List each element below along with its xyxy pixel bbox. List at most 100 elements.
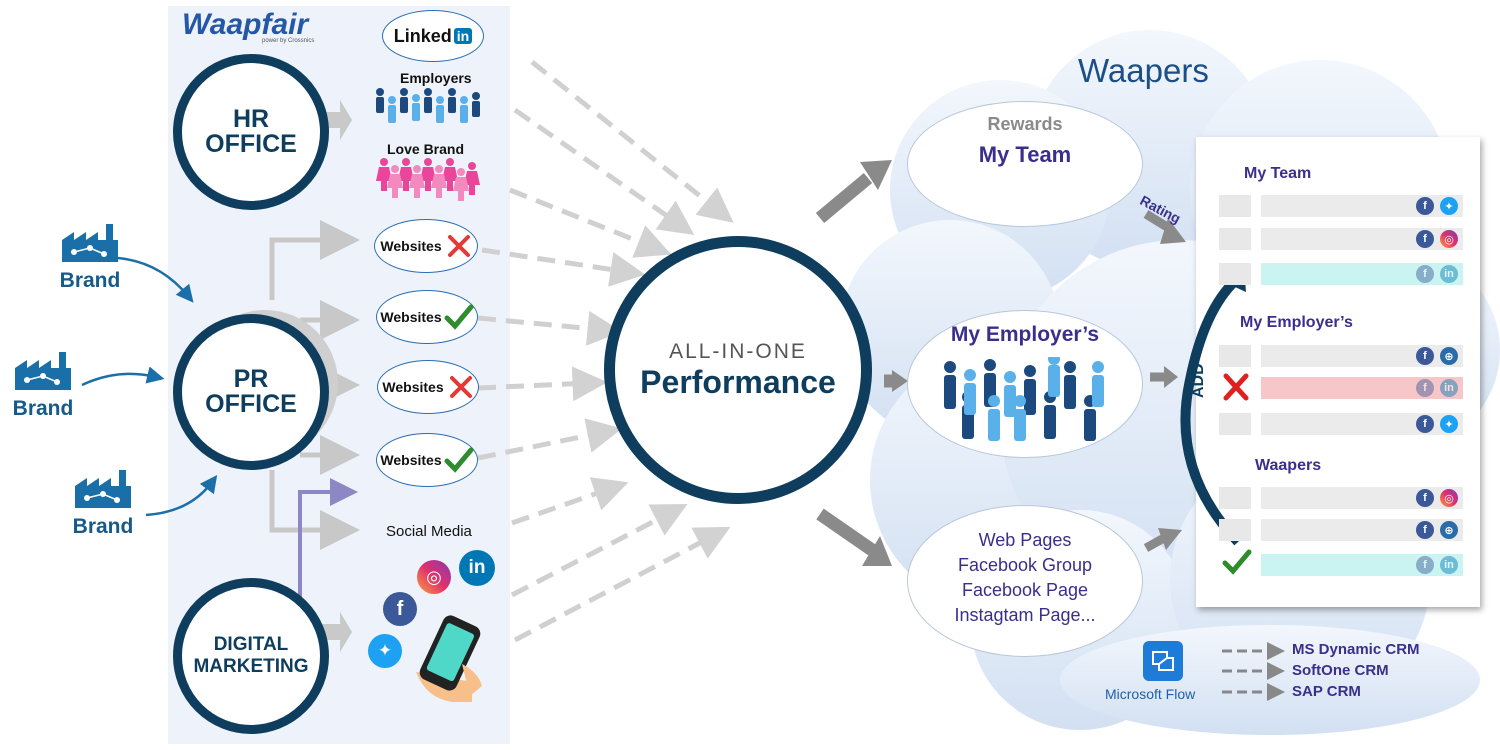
crm-item: SoftOne CRM — [1292, 662, 1389, 679]
websites-label: Websites — [380, 452, 442, 468]
websites-pill-approved-1: Websites — [376, 290, 478, 344]
facebook-icon: f — [1416, 556, 1434, 574]
my-employers-ellipse: My Employer’s — [907, 310, 1143, 458]
facebook-icon: f — [1416, 379, 1434, 397]
globe-icon: ⊕ — [1440, 347, 1458, 365]
rewards-ellipse: Rewards My Team — [907, 101, 1143, 227]
social-media-label: Social Media — [386, 523, 472, 540]
microsoft-flow-icon — [1143, 641, 1183, 681]
row-check-cell — [1219, 263, 1251, 285]
instagram-icon: ◎ — [1440, 230, 1458, 248]
websites-label: Websites — [382, 379, 444, 395]
list-row — [1261, 487, 1463, 509]
facebook-icon: f — [1416, 347, 1434, 365]
love-brand-label: Love Brand — [387, 141, 465, 157]
list-row — [1261, 195, 1463, 217]
linkedin-icon: in — [1440, 556, 1458, 574]
brand-factory-3: Brand — [68, 468, 138, 539]
list-row — [1261, 413, 1463, 435]
section-title-my-employers: My Employer’s — [1240, 314, 1353, 331]
list-row — [1261, 228, 1463, 250]
facebook-icon: f — [1416, 521, 1434, 539]
crm-item: MS Dynamic CRM — [1292, 641, 1420, 658]
microsoft-flow-label: Microsoft Flow — [1105, 686, 1196, 702]
linkedin-icon: in — [459, 550, 495, 586]
linkedin-in-badge: in — [453, 28, 473, 44]
list-row-rejected — [1261, 377, 1463, 399]
list-row-highlighted — [1261, 263, 1463, 285]
all-in-one-performance-circle: ALL-IN-ONE Performance — [604, 236, 872, 504]
employers-people-icon — [376, 88, 480, 123]
section-title-my-team: My Team — [1244, 165, 1312, 182]
factory-icon — [75, 470, 131, 508]
row-check-cell — [1219, 345, 1251, 367]
rewards-label: Rewards — [987, 114, 1063, 134]
crm-item: SAP CRM — [1292, 683, 1361, 700]
twitter-icon: ✦ — [1440, 197, 1458, 215]
linkedin-icon: in — [1440, 265, 1458, 283]
my-employers-label: My Employer’s — [950, 323, 1100, 346]
pages-item: Instagtam Page... — [954, 605, 1096, 625]
websites-label: Websites — [380, 309, 442, 325]
websites-pill-rejected-2: Websites — [377, 360, 479, 414]
pages-item: Facebook Page — [961, 580, 1089, 600]
green-check-icon — [444, 304, 474, 330]
brand-label: Brand — [72, 515, 134, 538]
red-cross-icon — [1222, 372, 1250, 407]
add-label: ADD — [1190, 363, 1207, 398]
list-row-highlighted — [1261, 554, 1463, 576]
all-in-one-label: ALL-IN-ONE — [669, 339, 807, 363]
row-check-cell — [1219, 487, 1251, 509]
instagram-icon: ◎ — [1440, 489, 1458, 507]
red-cross-icon — [449, 376, 472, 398]
twitter-icon: ✦ — [1440, 415, 1458, 433]
facebook-icon: f — [1416, 197, 1434, 215]
employers-people-icon — [944, 357, 1104, 441]
websites-pill-rejected-1: Websites — [374, 219, 478, 273]
pages-list: Web Pages Facebook Group Facebook Page I… — [908, 528, 1142, 628]
green-check-icon — [1222, 548, 1252, 581]
globe-icon: ⊕ — [1440, 521, 1458, 539]
brand-label: Brand — [59, 269, 121, 292]
facebook-icon: f — [1416, 415, 1434, 433]
facebook-icon: f — [1416, 489, 1434, 507]
brand-factory-1: Brand — [55, 222, 125, 293]
brand-factory-2: Brand — [8, 350, 78, 421]
row-check-cell — [1219, 413, 1251, 435]
smartphone-hand-icon — [416, 615, 482, 702]
pages-ellipse: Web Pages Facebook Group Facebook Page I… — [907, 505, 1143, 657]
facebook-icon: f — [383, 592, 417, 626]
employers-label: Employers — [400, 70, 472, 86]
waapfair-logo: Waapfair power by Crossnics — [182, 8, 315, 44]
brand-label: Brand — [12, 397, 74, 420]
list-row — [1261, 345, 1463, 367]
facebook-icon: f — [1416, 230, 1434, 248]
waapers-title: Waapers — [1078, 52, 1209, 89]
linkedin-label: Linked — [393, 25, 452, 46]
row-check-cell — [1219, 519, 1251, 541]
websites-label: Websites — [380, 238, 442, 254]
list-row — [1261, 519, 1463, 541]
pages-item: Facebook Group — [957, 555, 1093, 575]
linkedin-pill: Linked in — [382, 10, 484, 62]
performance-label: Performance — [640, 363, 836, 400]
factory-icon — [15, 352, 71, 390]
love-brand-people-icon — [376, 158, 480, 201]
green-check-icon — [444, 447, 474, 473]
websites-pill-approved-2: Websites — [376, 433, 478, 487]
instagram-icon: ◎ — [417, 560, 451, 594]
linkedin-icon: in — [1440, 379, 1458, 397]
twitter-icon: ✦ — [368, 634, 402, 668]
section-title-waapers: Waapers — [1255, 457, 1322, 474]
factory-icon — [62, 224, 118, 262]
row-check-cell — [1219, 228, 1251, 250]
facebook-icon: f — [1416, 265, 1434, 283]
my-team-label: My Team — [978, 142, 1072, 167]
row-check-cell — [1219, 195, 1251, 217]
pages-item: Web Pages — [978, 530, 1072, 550]
red-cross-icon — [447, 235, 470, 257]
